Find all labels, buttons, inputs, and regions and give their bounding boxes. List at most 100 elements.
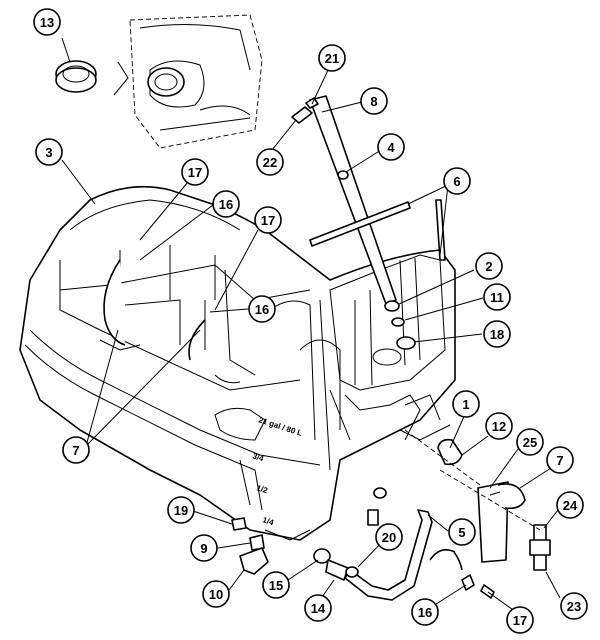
callout-11: 11 <box>483 283 511 311</box>
callout-circle <box>448 518 476 546</box>
clamp-part-1 <box>437 438 463 466</box>
callout-14: 14 <box>304 594 332 622</box>
callout-circle <box>304 594 332 622</box>
callout-number: 4 <box>387 140 395 155</box>
hose-clamp-part-16 <box>429 549 463 571</box>
callout-number: 23 <box>567 599 581 614</box>
detail-inset <box>113 14 263 149</box>
callout-circle <box>360 87 388 115</box>
callout-number: 12 <box>492 419 506 434</box>
callout-number: 22 <box>263 155 277 170</box>
leader-lines <box>61 37 561 613</box>
fitting-part-20 <box>345 566 359 578</box>
callout-number: 7 <box>556 453 563 468</box>
callout-circle <box>62 436 90 464</box>
fitting-part-19b <box>373 487 387 499</box>
callout-number: 18 <box>490 327 504 342</box>
callout-24: 24 <box>556 491 584 519</box>
level-mark-3-4: 3/4 <box>251 451 265 463</box>
callout-6: 6 <box>443 167 471 195</box>
callout-number: 11 <box>490 290 504 305</box>
callout-circle <box>190 534 218 562</box>
callout-21: 21 <box>318 44 346 72</box>
callout-number: 6 <box>453 174 460 189</box>
callout-number: 8 <box>370 94 377 109</box>
clip-part-16 <box>461 574 475 591</box>
callout-circle <box>202 580 230 608</box>
callout-circle <box>375 523 403 551</box>
fittings-part-2-11-18 <box>384 300 416 350</box>
callout-number: 3 <box>45 145 52 160</box>
callout-number: 16 <box>418 605 432 620</box>
callout-circle <box>318 44 346 72</box>
callout-circle <box>483 320 511 348</box>
callout-number: 14 <box>311 601 326 616</box>
callout-13: 13 <box>33 8 61 36</box>
callout-number: 15 <box>269 578 283 593</box>
callout-circle <box>443 167 471 195</box>
callout-number: 24 <box>563 498 578 513</box>
callout-circle <box>262 571 290 599</box>
callout-7: 7 <box>62 436 90 464</box>
callout-12: 12 <box>485 412 513 440</box>
callout-number: 5 <box>458 525 465 540</box>
callout-circle <box>256 148 284 176</box>
callout-number: 17 <box>188 165 202 180</box>
tank-body-part-3: 21 gal / 80 L 3/4 1/2 1/4 <box>19 185 456 541</box>
callout-circle <box>411 598 439 626</box>
callout-circle <box>475 252 503 280</box>
callout-17: 17 <box>506 606 534 634</box>
callout-number: 7 <box>72 443 79 458</box>
callout-circle <box>506 606 534 634</box>
fitting-part-20b <box>367 509 379 526</box>
fitting-part-9 <box>249 534 265 551</box>
callout-8: 8 <box>360 87 388 115</box>
callout-number: 9 <box>200 541 207 556</box>
fitting-part-17 <box>480 584 495 599</box>
strap-part-7-left <box>103 259 126 346</box>
fitting-part-15 <box>313 548 331 564</box>
callout-circle <box>167 496 195 524</box>
callout-15: 15 <box>262 571 290 599</box>
callout-number: 10 <box>209 587 223 602</box>
callout-16: 16 <box>248 295 276 323</box>
callout-16: 16 <box>212 190 240 218</box>
callout-10: 10 <box>202 580 230 608</box>
callout-17: 17 <box>254 206 282 234</box>
callout-17: 17 <box>181 158 209 186</box>
callout-number: 2 <box>485 259 492 274</box>
cap-part-13 <box>55 60 97 93</box>
callout-18: 18 <box>483 320 511 348</box>
callout-number: 19 <box>174 503 188 518</box>
valve-part-24 <box>529 524 551 571</box>
callout-circle <box>212 190 240 218</box>
callout-20: 20 <box>375 523 403 551</box>
callout-number: 20 <box>382 530 396 545</box>
callout-16: 16 <box>411 598 439 626</box>
callout-circle <box>485 412 513 440</box>
hose-part-5 <box>344 509 433 601</box>
callout-number: 17 <box>261 213 275 228</box>
bracket-part-25 <box>477 481 509 563</box>
fitting-part-22 <box>291 97 319 124</box>
plug-part-19 <box>231 517 247 531</box>
strap-part-7-mid <box>188 319 206 361</box>
callout-number: 17 <box>513 613 527 628</box>
level-mark-1-4: 1/4 <box>261 515 275 527</box>
callout-circle <box>254 206 282 234</box>
callout-circle <box>560 592 588 620</box>
callout-circle <box>546 446 574 474</box>
strap-part-7-right <box>497 483 526 510</box>
callout-circle <box>248 295 276 323</box>
callout-3: 3 <box>35 138 63 166</box>
level-mark-1-2: 1/2 <box>255 483 269 495</box>
callout-circle <box>33 8 61 36</box>
fitting-part-14 <box>325 559 349 581</box>
callout-number: 1 <box>462 397 469 412</box>
callout-number: 25 <box>523 435 537 450</box>
callout-circle <box>181 158 209 186</box>
callout-circle <box>377 133 405 161</box>
callout-25: 25 <box>516 428 544 456</box>
callout-22: 22 <box>256 148 284 176</box>
